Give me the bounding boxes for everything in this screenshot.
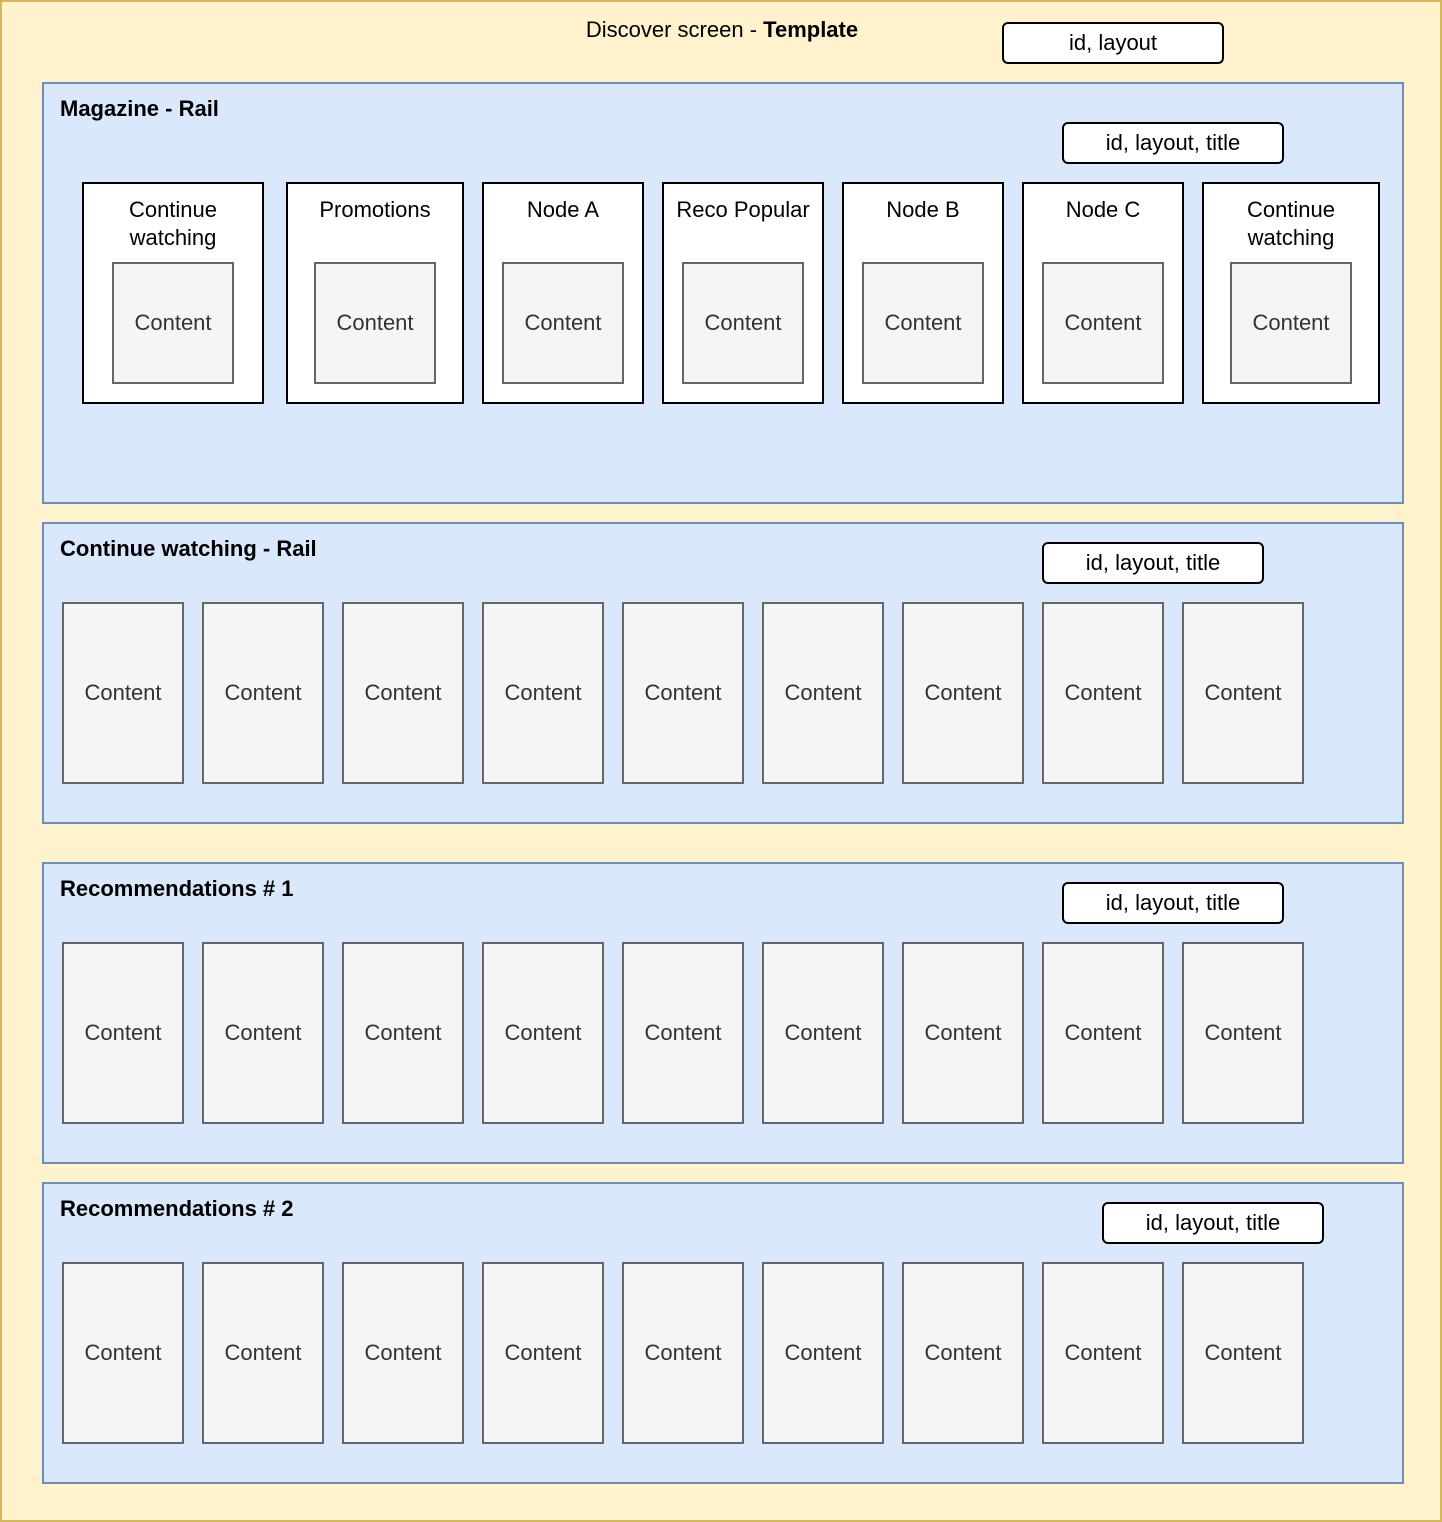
content-card: Content bbox=[902, 602, 1024, 784]
content-card: Content bbox=[1042, 262, 1164, 384]
rail-attributes-tag: id, layout, title bbox=[1062, 122, 1284, 164]
node-label: Continue watching bbox=[128, 197, 218, 250]
content-card: Content bbox=[1042, 602, 1164, 784]
node-label: Continue watching bbox=[1246, 197, 1336, 250]
rail-title: Continue watching - Rail bbox=[60, 536, 317, 561]
magazine-node: Reco Popular Content bbox=[662, 182, 824, 404]
rail-attributes-tag: id, layout, title bbox=[1102, 1202, 1324, 1244]
content-card: Content bbox=[482, 942, 604, 1124]
content-card: Content bbox=[62, 1262, 184, 1444]
content-card: Content bbox=[482, 1262, 604, 1444]
content-card: Content bbox=[202, 602, 324, 784]
content-card: Content bbox=[502, 262, 624, 384]
magazine-node: Continue watching Content bbox=[1202, 182, 1380, 404]
content-card: Content bbox=[1042, 1262, 1164, 1444]
content-card: Content bbox=[342, 602, 464, 784]
content-card: Content bbox=[482, 602, 604, 784]
content-card: Content bbox=[1182, 942, 1304, 1124]
content-card: Content bbox=[862, 262, 984, 384]
content-card: Content bbox=[202, 942, 324, 1124]
content-card: Content bbox=[622, 1262, 744, 1444]
magazine-node: Node A Content bbox=[482, 182, 644, 404]
content-card: Content bbox=[902, 942, 1024, 1124]
node-label: Node A bbox=[526, 197, 600, 222]
screen-title: Discover screen - Template bbox=[522, 16, 922, 44]
content-card: Content bbox=[682, 262, 804, 384]
node-label: Reco Popular bbox=[676, 197, 810, 222]
content-card: Content bbox=[762, 942, 884, 1124]
rail-title: Recommendations # 2 bbox=[60, 1196, 294, 1221]
content-card: Content bbox=[622, 942, 744, 1124]
content-card: Content bbox=[762, 602, 884, 784]
magazine-node: Promotions Content bbox=[286, 182, 464, 404]
content-card: Content bbox=[1182, 1262, 1304, 1444]
content-card: Content bbox=[762, 1262, 884, 1444]
screen-title-strong: Template bbox=[763, 17, 859, 42]
content-card: Content bbox=[1230, 262, 1352, 384]
content-card: Content bbox=[314, 262, 436, 384]
rail-title: Recommendations # 1 bbox=[60, 876, 294, 901]
node-label: Promotions bbox=[319, 197, 431, 222]
content-card: Content bbox=[202, 1262, 324, 1444]
magazine-node: Node B Content bbox=[842, 182, 1004, 404]
screen-title-prefix: Discover screen - bbox=[585, 17, 764, 42]
rail-attributes-tag: id, layout, title bbox=[1062, 882, 1284, 924]
content-card: Content bbox=[112, 262, 234, 384]
rail-attributes-tag: id, layout, title bbox=[1042, 542, 1264, 584]
magazine-rail: Magazine - Rail id, layout, title Contin… bbox=[42, 82, 1404, 504]
content-card: Content bbox=[62, 602, 184, 784]
content-card: Content bbox=[902, 1262, 1024, 1444]
rail-title: Magazine - Rail bbox=[60, 96, 219, 121]
recommendations-1-rail: Recommendations # 1 id, layout, title Co… bbox=[42, 862, 1404, 1164]
continue-watching-rail: Continue watching - Rail id, layout, tit… bbox=[42, 522, 1404, 824]
content-card: Content bbox=[622, 602, 744, 784]
magazine-node: Continue watching Content bbox=[82, 182, 264, 404]
content-card: Content bbox=[1182, 602, 1304, 784]
node-label: Node C bbox=[1065, 197, 1141, 222]
content-card: Content bbox=[342, 1262, 464, 1444]
content-card: Content bbox=[62, 942, 184, 1124]
magazine-node: Node C Content bbox=[1022, 182, 1184, 404]
content-card: Content bbox=[1042, 942, 1164, 1124]
recommendations-2-rail: Recommendations # 2 id, layout, title Co… bbox=[42, 1182, 1404, 1484]
node-label: Node B bbox=[886, 197, 960, 222]
content-card: Content bbox=[342, 942, 464, 1124]
screen-attributes-tag: id, layout bbox=[1002, 22, 1224, 64]
